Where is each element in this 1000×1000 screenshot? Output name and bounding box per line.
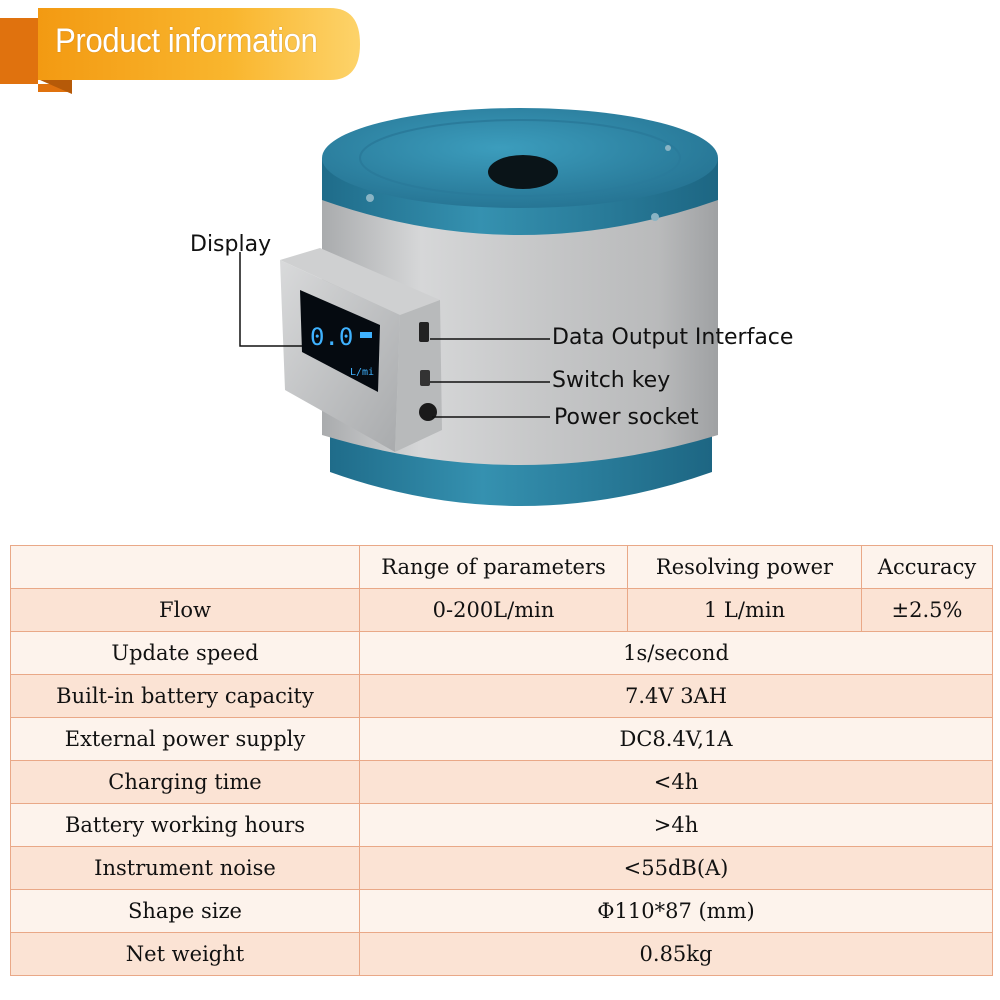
row-label: Flow bbox=[10, 588, 360, 632]
display-box-side bbox=[395, 300, 442, 452]
row-value: 1s/second bbox=[359, 631, 993, 675]
table-row-flow: Flow 0-200L/min 1 L/min ±2.5% bbox=[10, 588, 993, 632]
table-header-row: Range of parameters Resolving power Accu… bbox=[10, 545, 993, 589]
row-value: <55dB(A) bbox=[359, 846, 993, 890]
usb-port-icon bbox=[419, 322, 429, 342]
center-hole bbox=[488, 155, 558, 189]
row-value: 7.4V 3AH bbox=[359, 674, 993, 718]
table-row: Instrument noise <55dB(A) bbox=[10, 846, 993, 890]
switch-key-icon bbox=[420, 370, 430, 386]
top-cap-groove bbox=[359, 119, 681, 197]
callout-data-output: Data Output Interface bbox=[552, 325, 794, 350]
table-row: External power supply DC8.4V,1A bbox=[10, 717, 993, 761]
table-row: Update speed 1s/second bbox=[10, 631, 993, 675]
table-row: Built-in battery capacity 7.4V 3AH bbox=[10, 674, 993, 718]
row-label: Built-in battery capacity bbox=[10, 674, 360, 718]
row-value: >4h bbox=[359, 803, 993, 847]
row-value: 0.85kg bbox=[359, 932, 993, 976]
row-label: Battery working hours bbox=[10, 803, 360, 847]
screen-reading: 0.0 bbox=[310, 323, 353, 351]
header-cell-accuracy: Accuracy bbox=[861, 545, 993, 589]
row-label: External power supply bbox=[10, 717, 360, 761]
banner-shape bbox=[0, 8, 360, 94]
flow-range: 0-200L/min bbox=[359, 588, 628, 632]
flow-meter-illustration: 0.0 L/mi bbox=[239, 108, 718, 506]
page-title: Product information bbox=[55, 22, 318, 60]
screw-icon bbox=[366, 194, 374, 202]
callout-power-socket: Power socket bbox=[554, 405, 699, 430]
table-row: Shape size Φ110*87 (mm) bbox=[10, 889, 993, 933]
table-row: Net weight 0.85kg bbox=[10, 932, 993, 976]
table-row: Battery working hours >4h bbox=[10, 803, 993, 847]
screw-icon bbox=[665, 145, 671, 151]
product-image: 0.0 L/mi Display Data Output Interface S… bbox=[0, 100, 1000, 540]
row-value: <4h bbox=[359, 760, 993, 804]
display-leader-line bbox=[239, 252, 302, 347]
header-cell-range: Range of parameters bbox=[359, 545, 628, 589]
spec-table: Range of parameters Resolving power Accu… bbox=[10, 545, 993, 976]
header-banner: Product information bbox=[0, 0, 370, 100]
callout-switch-key: Switch key bbox=[552, 368, 671, 393]
flow-resolution: 1 L/min bbox=[627, 588, 862, 632]
display-box-top bbox=[280, 248, 440, 315]
row-label: Update speed bbox=[10, 631, 360, 675]
row-label: Charging time bbox=[10, 760, 360, 804]
screw-icon bbox=[651, 213, 659, 221]
screen-unit: L/mi bbox=[350, 367, 374, 378]
power-socket-icon bbox=[419, 403, 437, 421]
row-label: Shape size bbox=[10, 889, 360, 933]
header-cell-resolution: Resolving power bbox=[627, 545, 862, 589]
row-value: DC8.4V,1A bbox=[359, 717, 993, 761]
flow-accuracy: ±2.5% bbox=[861, 588, 993, 632]
table-row: Charging time <4h bbox=[10, 760, 993, 804]
callout-display: Display bbox=[190, 232, 272, 257]
row-label: Instrument noise bbox=[10, 846, 360, 890]
row-value: Φ110*87 (mm) bbox=[359, 889, 993, 933]
battery-icon bbox=[360, 332, 372, 338]
oled-screen bbox=[300, 290, 380, 392]
header-cell-empty bbox=[10, 545, 360, 589]
row-label: Net weight bbox=[10, 932, 360, 976]
